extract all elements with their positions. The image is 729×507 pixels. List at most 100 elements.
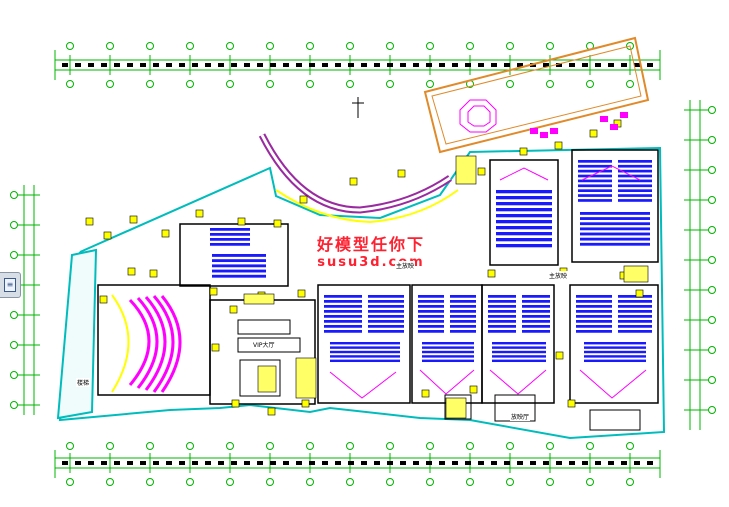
top-axis-bubble <box>386 80 394 88</box>
top-axis-bubble <box>506 80 514 88</box>
right-axis-bubble <box>708 406 716 414</box>
top-axis-dim-text <box>569 63 575 67</box>
bottom-axis-bubble <box>546 478 554 486</box>
bottom-axis-dim-text <box>205 461 211 465</box>
top-axis-dim-text <box>387 63 393 67</box>
layers-panel-toggle[interactable]: ≡ <box>0 272 21 298</box>
bottom-axis-dim-text <box>517 461 523 465</box>
seat-row <box>418 295 444 298</box>
seat-row <box>496 214 552 218</box>
bottom-dimension-lines <box>54 450 661 478</box>
top-axis-dim-text <box>218 63 224 67</box>
seat-row <box>618 300 652 303</box>
bottom-axis-dim-text <box>400 461 406 465</box>
bottom-axis-dim-text <box>556 461 562 465</box>
column-marker <box>349 177 358 186</box>
top-axis-dim-text <box>452 63 458 67</box>
left-axis-bubble <box>10 401 18 409</box>
seat-row <box>618 305 652 308</box>
column-marker <box>301 399 310 408</box>
seat-row <box>522 295 550 298</box>
seat-row <box>496 208 552 212</box>
seat-row <box>618 199 652 202</box>
seat-row <box>422 342 474 345</box>
right-axis-bubble <box>708 166 716 174</box>
seat-row <box>578 164 612 168</box>
bottom-axis-dim-text <box>491 461 497 465</box>
seat-row <box>492 346 546 349</box>
top-axis-dim-text <box>322 63 328 67</box>
room-label-b: 主放映 <box>548 271 569 280</box>
column-marker <box>554 141 563 150</box>
seat-row <box>580 222 650 226</box>
top-axis-dim-text <box>166 63 172 67</box>
seat-row <box>576 315 612 318</box>
seat-row <box>496 244 552 248</box>
bottom-axis-ticks <box>62 442 653 486</box>
bottom-axis-dim-text <box>140 461 146 465</box>
seat-row <box>496 232 552 236</box>
top-axis-bubble <box>106 42 114 50</box>
seat-row <box>522 330 550 333</box>
column-marker <box>211 343 220 352</box>
column-marker <box>555 351 564 360</box>
stair <box>257 365 277 393</box>
top-axis-dim-text <box>296 63 302 67</box>
column-marker <box>209 287 218 296</box>
bottom-axis-dim-text <box>179 461 185 465</box>
seat-row <box>522 310 550 313</box>
top-axis-dim-text <box>400 63 406 67</box>
top-axis-bubble <box>506 42 514 50</box>
seat-row <box>488 325 516 328</box>
bottom-axis-dim-text <box>62 461 68 465</box>
seat-row <box>618 325 652 328</box>
top-axis-bubble <box>106 80 114 88</box>
top-dimension-lines <box>54 50 661 80</box>
seat-row <box>496 202 552 206</box>
seat-row <box>576 295 612 298</box>
right-axis-bubble <box>708 106 716 114</box>
bottom-axis-bubble <box>186 478 194 486</box>
roof-octagon <box>459 99 497 133</box>
seat-row <box>368 315 404 318</box>
seat-row <box>578 169 612 173</box>
fixture <box>620 112 628 118</box>
column-marker <box>127 267 136 276</box>
seat-row <box>492 342 546 345</box>
roof-block <box>423 36 650 154</box>
bottom-axis-dim-text <box>231 461 237 465</box>
seat-row <box>618 295 652 298</box>
bottom-axis-dim-text <box>192 461 198 465</box>
top-axis-dim-text <box>634 63 640 67</box>
top-axis-bubble <box>186 80 194 88</box>
column-marker <box>469 385 478 394</box>
left-lecture-hall <box>111 294 182 393</box>
column-marker <box>421 389 430 398</box>
seat-row <box>210 228 250 231</box>
column-marker <box>297 289 306 298</box>
seat-blocks <box>210 160 652 363</box>
top-axis-dim-text <box>62 63 68 67</box>
top-axis-dim-text <box>309 63 315 67</box>
bottom-axis-dim-text <box>647 461 653 465</box>
stair <box>623 265 649 283</box>
top-axis-dim-text <box>582 63 588 67</box>
seat-row <box>488 310 516 313</box>
column-marker <box>299 195 308 204</box>
seat-row <box>450 320 476 323</box>
seat-row <box>496 220 552 224</box>
column-marker <box>195 209 204 218</box>
side-axis-ticks <box>10 106 716 414</box>
seat-row <box>492 350 546 354</box>
column-marker <box>85 217 94 226</box>
seat-row <box>580 217 650 220</box>
bottom-axis-dim-text <box>621 461 627 465</box>
bottom-axis-bubble <box>106 442 114 450</box>
seat-row <box>522 305 550 308</box>
bottom-axis-dim-text <box>348 461 354 465</box>
top-axis-bubble <box>626 80 634 88</box>
bottom-axis-dim-text <box>322 461 328 465</box>
bottom-axis-bubble <box>626 442 634 450</box>
bottom-axis-bubble <box>626 478 634 486</box>
